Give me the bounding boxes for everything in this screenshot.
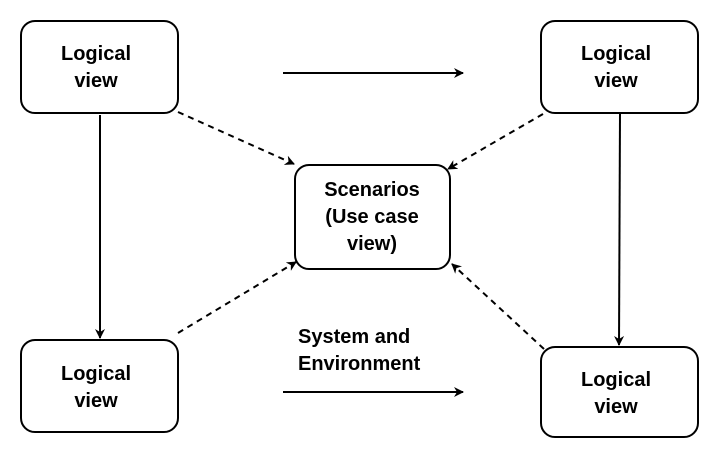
dashed-arrow-top-left-to-center <box>177 111 295 165</box>
node-bottom-right-logical-view: Logical view <box>540 346 699 438</box>
node-label-line2: view <box>594 396 638 418</box>
dashed-arrow-top-right-to-center <box>447 113 544 170</box>
node-label-line1: Scenarios <box>324 179 420 201</box>
node-top-left-logical-view: Logical view <box>20 20 179 114</box>
node-label-line3: view) <box>347 233 397 255</box>
node-label-line1: Logical <box>61 363 131 385</box>
edge-label-system-and-environment: System and Environment <box>298 326 421 375</box>
edge-label-line1: System and <box>298 326 410 348</box>
node-label-line1: Logical <box>581 369 651 391</box>
node-center-scenarios: Scenarios (Use case view) <box>294 164 451 270</box>
arrow-right-vertical <box>614 112 625 346</box>
node-label-line1: Logical <box>61 43 131 65</box>
node-label-line2: (Use case <box>325 206 418 228</box>
node-label-line1: Logical <box>581 43 651 65</box>
dashed-arrow-bottom-right-to-center <box>451 263 545 350</box>
node-label-line2: view <box>74 70 118 92</box>
edge-label-line2: Environment <box>298 353 421 375</box>
node-label-line2: view <box>74 390 118 412</box>
dashed-arrow-bottom-left-to-center <box>177 261 297 334</box>
node-label-line2: view <box>594 70 638 92</box>
node-top-right-logical-view: Logical view <box>540 20 699 114</box>
node-bottom-left-logical-view: Logical view <box>20 339 179 433</box>
